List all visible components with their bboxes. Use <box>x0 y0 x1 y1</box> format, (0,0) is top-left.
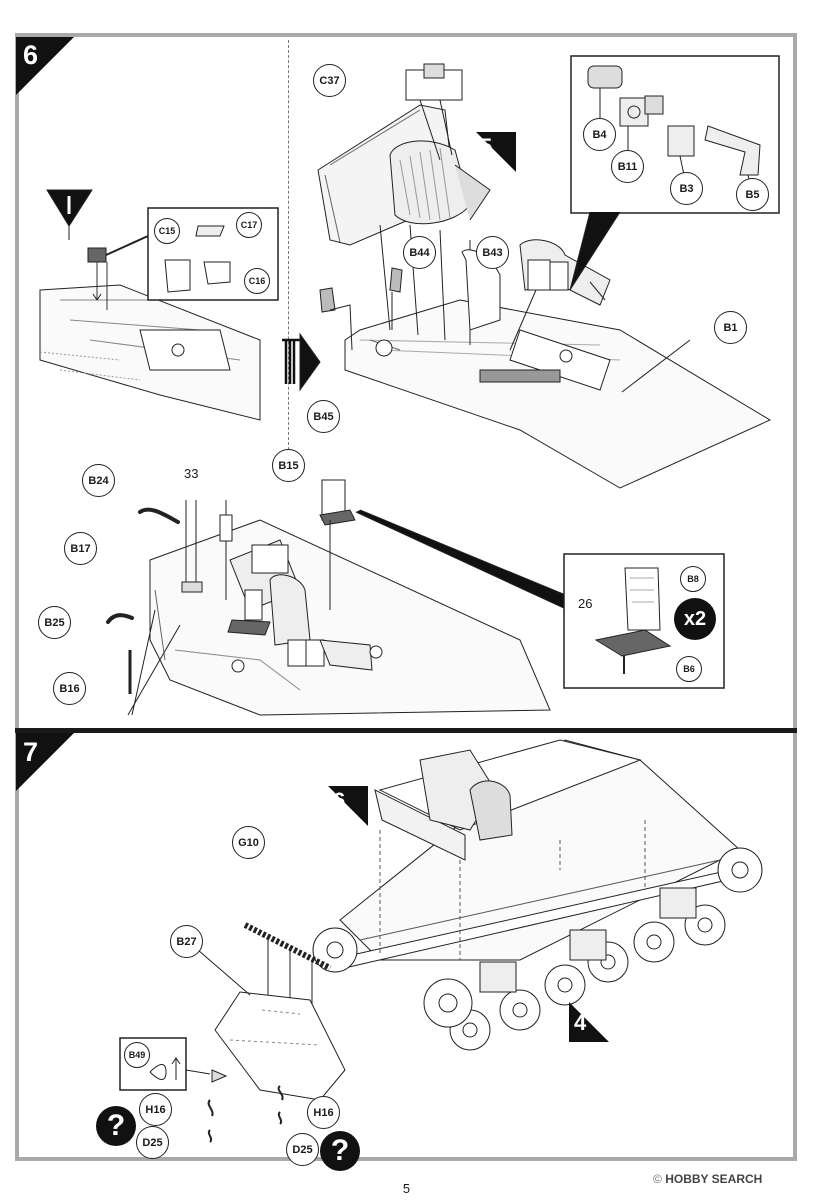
page-frame <box>15 33 797 1161</box>
ref-step5-number: 5 <box>480 134 493 159</box>
part-label-c37: C37 <box>313 64 346 97</box>
ref-step4-number: 4 <box>574 1010 587 1035</box>
part-label-b3: B3 <box>670 172 703 205</box>
watermark-brand: HOBBY <box>665 1172 709 1186</box>
step6-split-line <box>288 40 289 450</box>
step6-number: 6 <box>23 40 39 70</box>
part-label-g10: G10 <box>232 826 265 859</box>
engine-radiator-drawing <box>317 63 491 345</box>
part-label-b6: B6 <box>676 656 702 682</box>
ref-step6-number: 6 <box>333 788 346 813</box>
watermark: © HOBBY SEARCH <box>653 1172 762 1186</box>
part-label-c16: C16 <box>244 268 270 294</box>
ref-step4-arrow <box>569 1002 609 1042</box>
part-label-b24: B24 <box>82 464 115 497</box>
paint-ref-26: 26 <box>578 596 593 611</box>
part-label-b45: B45 <box>307 400 340 433</box>
part-label-b15: B15 <box>272 449 305 482</box>
step7-number: 7 <box>23 737 39 767</box>
full-hull-drawing <box>312 739 763 1051</box>
part-label-b4: B4 <box>583 118 616 151</box>
part-label-b16: B16 <box>53 672 86 705</box>
part-label-d25-right: D25 <box>286 1133 319 1166</box>
part-label-b44: B44 <box>403 236 436 269</box>
hull-floor-b1-drawing <box>344 299 772 489</box>
quantity-x2-badge: x2 <box>674 598 716 640</box>
part-label-b43: B43 <box>476 236 509 269</box>
part-label-b11: B11 <box>611 150 644 183</box>
inset-shaft-parts <box>587 65 761 186</box>
part-label-h16-left: H16 <box>139 1093 172 1126</box>
part-label-c15: C15 <box>154 218 180 244</box>
page-number: 5 <box>402 1181 411 1196</box>
part-label-c17: C17 <box>236 212 262 238</box>
watermark-suffix: SEARCH <box>711 1172 763 1186</box>
part-label-b5: B5 <box>736 178 769 211</box>
part-label-b17: B17 <box>64 532 97 565</box>
part-label-b1: B1 <box>714 311 747 344</box>
part-label-b8: B8 <box>680 566 706 592</box>
ref-step6-arrow <box>328 786 368 826</box>
part-label-d25-left: D25 <box>136 1126 169 1159</box>
hull-subassembly-drawing <box>106 479 569 716</box>
part-label-h16-right: H16 <box>307 1096 340 1129</box>
question-icon-left: ? <box>96 1106 136 1146</box>
part-label-b49: B49 <box>124 1042 150 1068</box>
step7-badge <box>16 733 74 791</box>
inset-seat-parts <box>594 567 672 674</box>
hull-floor-left-drawing <box>39 247 261 421</box>
part-label-b25: B25 <box>38 606 71 639</box>
part-label-b27: B27 <box>170 925 203 958</box>
question-icon-right: ? <box>320 1131 360 1171</box>
watermark-copyright: © <box>653 1172 662 1186</box>
step-divider <box>15 728 797 733</box>
paint-ref-33: 33 <box>184 466 199 481</box>
ref-step5-arrow <box>476 132 516 172</box>
step6-badge <box>16 37 74 95</box>
